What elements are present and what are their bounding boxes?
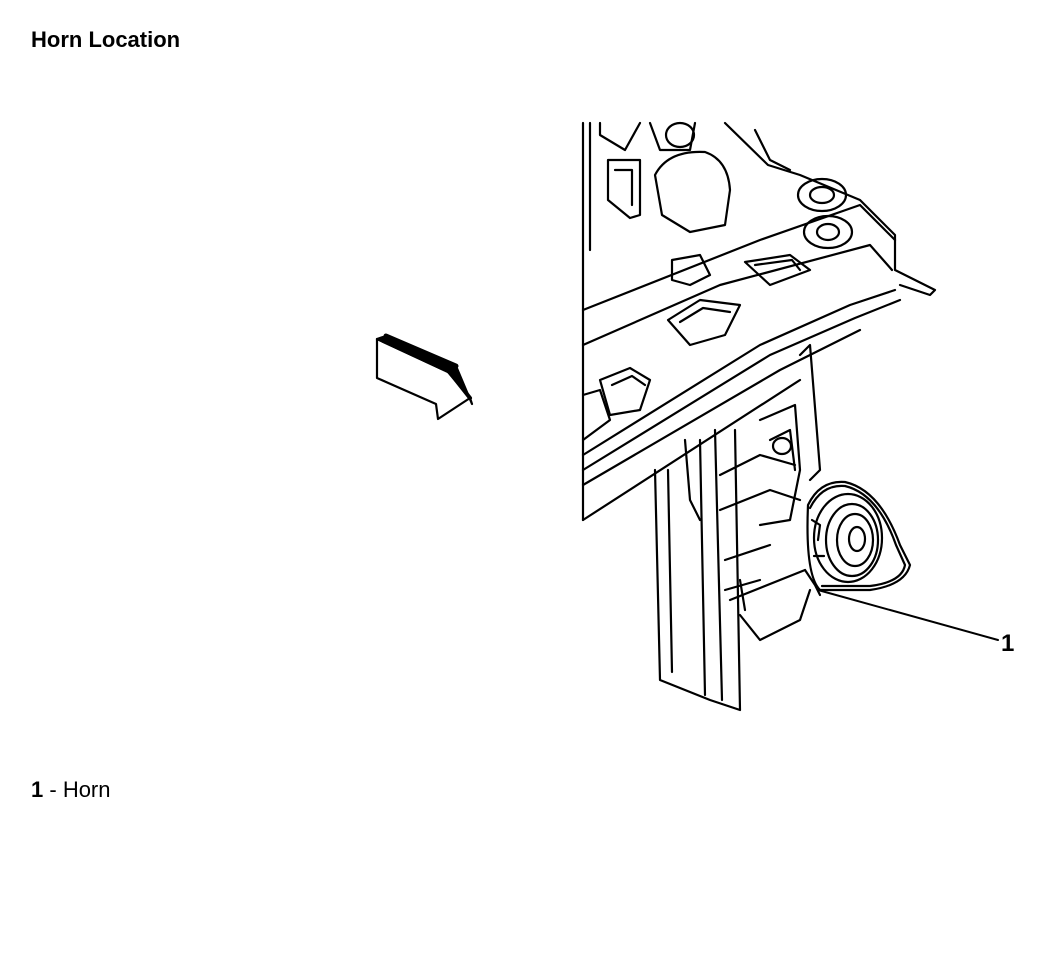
- callout-number-1: 1: [1001, 630, 1015, 657]
- legend-item-label: Horn: [62, 777, 111, 802]
- legend-item-number: 1: [31, 777, 44, 802]
- vehicle-frame-structure: [581, 121, 937, 712]
- callout-leader-line: [817, 589, 999, 641]
- view-direction-arrow-icon: [375, 333, 474, 421]
- legend-item: 1 - Horn: [31, 776, 111, 804]
- legend-item-separator: -: [43, 777, 63, 802]
- horn-icon: [803, 480, 912, 597]
- page-title: Horn Location: [31, 27, 181, 52]
